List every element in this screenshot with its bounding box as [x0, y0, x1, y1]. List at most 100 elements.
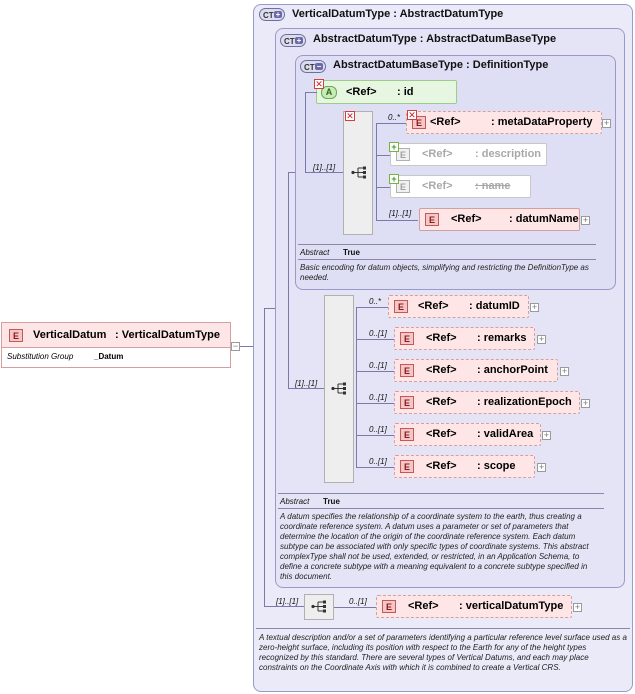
prohibited-x-icon: ✕	[314, 79, 324, 89]
plus-icon[interactable]: +	[602, 118, 611, 128]
substitution-group-label: Substitution Group	[7, 352, 74, 361]
attribute-id[interactable]: A <Ref> : id	[316, 80, 457, 104]
element-ref: <Ref>	[426, 428, 457, 440]
element-ref: <Ref>	[426, 364, 457, 376]
connector-line	[288, 172, 289, 388]
element-realizationepoch[interactable]: E <Ref> : realizationEpoch	[394, 391, 580, 414]
divider	[256, 628, 630, 629]
element-name: : verticalDatumType	[459, 600, 564, 612]
element-cardinality: 0..[1]	[369, 361, 387, 370]
element-name: : validArea	[477, 428, 534, 440]
root-element-header	[2, 323, 230, 348]
plus-icon[interactable]: +	[581, 398, 590, 408]
element-verticaldatumtype[interactable]: E <Ref> : verticalDatumType	[376, 595, 572, 618]
connector-line	[264, 308, 265, 606]
element-ref: <Ref>	[408, 600, 439, 612]
ct-badge-text: CT	[304, 63, 315, 72]
plus-icon[interactable]: +	[581, 215, 590, 225]
plus-icon[interactable]: +	[537, 462, 546, 472]
sequence-cardinality: [1]..[1]	[313, 163, 336, 172]
element-icon: E	[9, 329, 23, 342]
element-icon: E	[400, 428, 414, 441]
element-ref: <Ref>	[430, 116, 461, 128]
element-ref: <Ref>	[422, 148, 453, 160]
ct-title: AbstractDatumBaseType : DefinitionType	[333, 59, 549, 71]
sequence-icon	[351, 166, 367, 179]
connector-line	[305, 92, 317, 93]
element-name: : metaDataProperty	[491, 116, 593, 128]
sequence-cardinality: [1]..[1]	[295, 379, 318, 388]
element-name: : datumID	[469, 300, 520, 312]
element-ref: <Ref>	[451, 213, 482, 225]
root-element-type: : VerticalDatumType	[115, 329, 220, 341]
abstract-value: True	[323, 497, 340, 506]
divider	[298, 259, 596, 260]
element-cardinality: 0..[1]	[369, 457, 387, 466]
added-plus-green-icon: +	[389, 142, 399, 152]
ct-badge-text: CT	[284, 37, 295, 46]
connector-line	[288, 388, 324, 389]
element-metadataproperty[interactable]: E <Ref> : metaDataProperty	[406, 111, 602, 134]
element-anchorpoint[interactable]: E <Ref> : anchorPoint	[394, 359, 558, 382]
root-element-box[interactable]: E VerticalDatum : VerticalDatumType Subs…	[1, 322, 231, 368]
element-cardinality: 0..[1]	[369, 329, 387, 338]
plus-icon[interactable]: +	[573, 602, 582, 612]
element-description[interactable]: E <Ref> : description	[390, 143, 547, 166]
plus-icon[interactable]: +	[537, 334, 546, 344]
substitution-group-value: _Datum	[94, 352, 124, 361]
ct-glyph-icon: +	[295, 36, 303, 45]
connector-line	[356, 403, 394, 404]
type-description: A textual description and/or a set of pa…	[259, 633, 627, 672]
sequence-icon	[331, 382, 347, 395]
sequence-cardinality: [1]..[1]	[276, 597, 299, 606]
plus-icon[interactable]: +	[530, 302, 539, 312]
divider	[298, 244, 596, 245]
connector-line	[356, 467, 394, 468]
element-icon: E	[400, 460, 414, 473]
plus-icon[interactable]: +	[560, 366, 569, 376]
element-name: : remarks	[477, 332, 527, 344]
element-name: : name	[475, 180, 511, 192]
element-name: : scope	[477, 460, 516, 472]
type-description: Basic encoding for datum objects, simpli…	[300, 263, 589, 282]
element-datumid[interactable]: E <Ref> : datumID	[388, 295, 529, 318]
element-icon: E	[400, 396, 414, 409]
element-validarea[interactable]: E <Ref> : validArea	[394, 423, 541, 446]
abstract-label: Abstract	[280, 497, 310, 506]
connector-line	[376, 155, 390, 156]
connector-line	[356, 435, 394, 436]
plus-icon[interactable]: +	[542, 430, 551, 440]
prohibited-x-icon: ✕	[407, 110, 417, 120]
element-ref: <Ref>	[426, 460, 457, 472]
collapse-icon[interactable]: −	[231, 341, 240, 351]
element-scope[interactable]: E <Ref> : scope	[394, 455, 535, 478]
element-cardinality: [1]..[1]	[389, 209, 412, 218]
element-datumname[interactable]: E <Ref> : datumName	[419, 208, 580, 231]
ct-title: AbstractDatumType : AbstractDatumBaseTyp…	[313, 33, 557, 45]
ct-glyph-icon: +	[274, 10, 282, 19]
connector-line	[240, 346, 254, 347]
element-cardinality: 0..*	[388, 113, 401, 122]
divider	[278, 508, 604, 509]
element-icon: E	[396, 180, 410, 193]
ct-badge-text: CT	[263, 11, 274, 20]
connector-line	[356, 371, 394, 372]
element-icon: E	[394, 300, 408, 313]
connector-line	[264, 606, 304, 607]
connector-line	[376, 123, 377, 220]
connector-line	[356, 339, 394, 340]
connector-line	[305, 172, 343, 173]
connector-line	[376, 123, 406, 124]
element-remarks[interactable]: E <Ref> : remarks	[394, 327, 535, 350]
element-name: : description	[475, 148, 542, 160]
element-name: : anchorPoint	[477, 364, 548, 376]
attribute-badge-icon: A	[321, 86, 337, 99]
connector-line	[305, 92, 306, 172]
element-name-ghost[interactable]: E <Ref> : name	[390, 175, 531, 198]
element-icon: E	[382, 600, 396, 613]
sequence-icon	[311, 600, 327, 613]
connector-line	[334, 607, 376, 608]
element-ref: <Ref>	[418, 300, 449, 312]
added-plus-green-icon: +	[389, 174, 399, 184]
ct-glyph-icon: −	[315, 62, 323, 71]
